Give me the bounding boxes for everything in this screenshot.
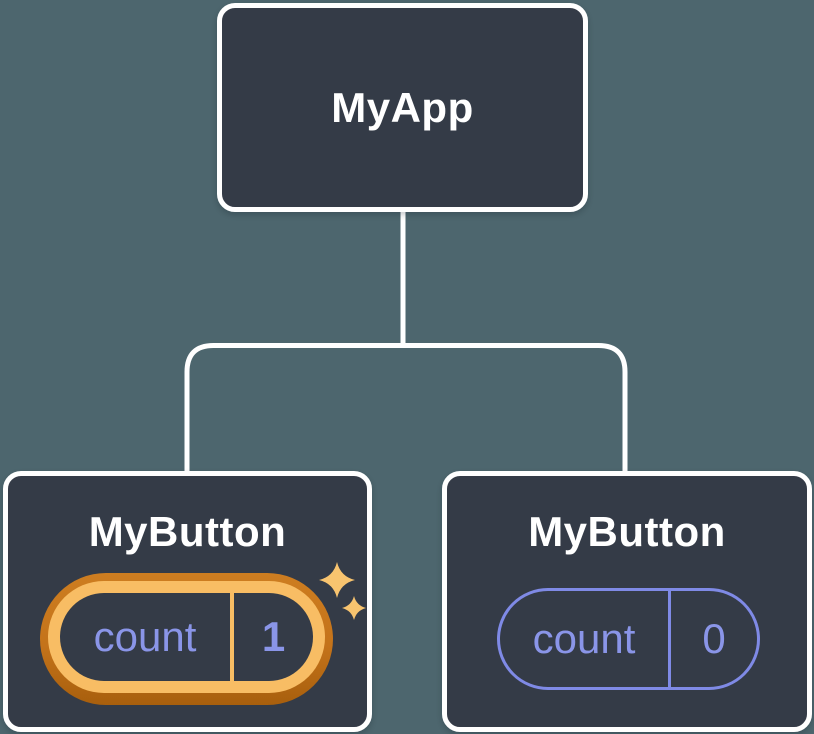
state-name-cell: count xyxy=(60,593,230,681)
state-value-label: 0 xyxy=(702,615,726,662)
state-name-label: count xyxy=(532,615,636,662)
state-pill-highlighted: count 1 xyxy=(40,573,333,705)
state-name-cell: count xyxy=(500,591,668,687)
state-name-label: count xyxy=(93,613,197,660)
state-value-label: 1 xyxy=(261,613,286,660)
state-value-cell: 0 xyxy=(668,591,757,687)
sparkle-icon xyxy=(319,562,366,620)
child-node-left: MyButton count 1 xyxy=(3,471,372,732)
state-pill: count 0 xyxy=(497,588,760,690)
state-pill-highlight-ring: count 1 xyxy=(48,581,325,693)
root-node-label: MyApp xyxy=(331,83,474,131)
state-pill-body: count 1 xyxy=(60,593,313,681)
child-node-right-label: MyButton xyxy=(528,508,726,555)
connector-branch-bracket xyxy=(184,343,628,478)
child-node-right: MyButton count 0 xyxy=(442,471,812,732)
state-value-cell: 1 xyxy=(230,593,313,681)
child-node-left-label: MyButton xyxy=(88,508,287,555)
root-node: MyApp xyxy=(217,3,588,212)
